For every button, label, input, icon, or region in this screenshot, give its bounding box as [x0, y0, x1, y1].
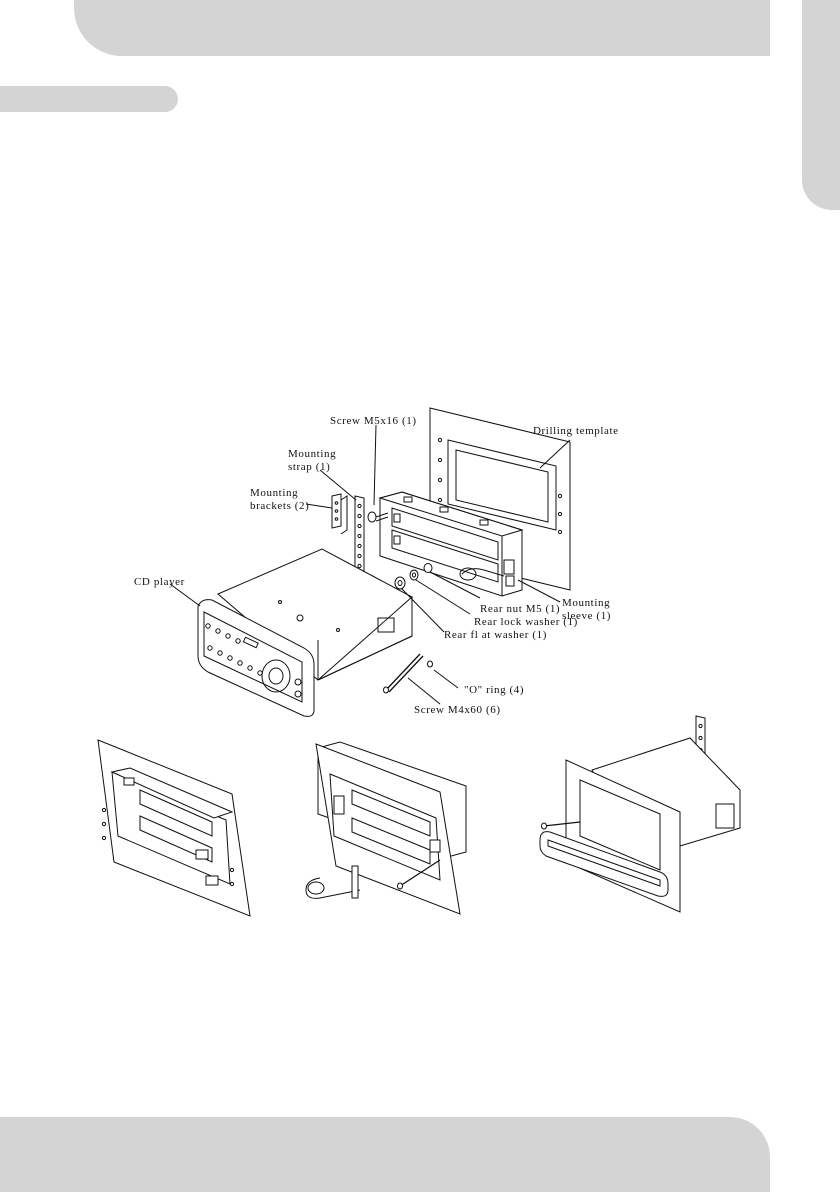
cd-player	[170, 549, 412, 716]
step-3-illustration	[540, 716, 740, 912]
label-o-ring: "O" ring (4)	[464, 684, 524, 696]
label-rear-flat-washer: Rear fl at washer (1)	[444, 629, 547, 641]
installation-diagram: Screw M5x16 (1) Drilling template Mounti…	[0, 380, 840, 920]
step-2-illustration	[306, 742, 466, 914]
footer-bar	[0, 1117, 770, 1192]
label-mounting-strap-line2: strap (1)	[288, 461, 330, 473]
label-drilling-template: Drilling template	[533, 425, 619, 437]
label-screw-m5x16: Screw M5x16 (1)	[330, 415, 417, 427]
label-cd-player: CD player	[134, 576, 185, 588]
header-bar	[74, 0, 770, 56]
label-mounting-brackets-line1: Mounting	[250, 487, 298, 499]
label-mounting-sleeve-line2: sleeve (1)	[562, 610, 611, 622]
label-mounting-brackets-line2: brackets (2)	[250, 500, 309, 512]
label-screw-m4x60: Screw M4x60 (6)	[414, 704, 501, 716]
mounting-brackets	[306, 494, 347, 534]
label-mounting-sleeve-line1: Mounting	[562, 597, 610, 609]
label-mounting-strap-line1: Mounting	[288, 448, 336, 460]
side-tab	[802, 0, 840, 210]
step-1-illustration	[98, 740, 250, 916]
screw-m4x60	[384, 654, 459, 704]
label-rear-nut: Rear nut M5 (1)	[480, 603, 560, 615]
section-heading-pill	[0, 86, 178, 112]
